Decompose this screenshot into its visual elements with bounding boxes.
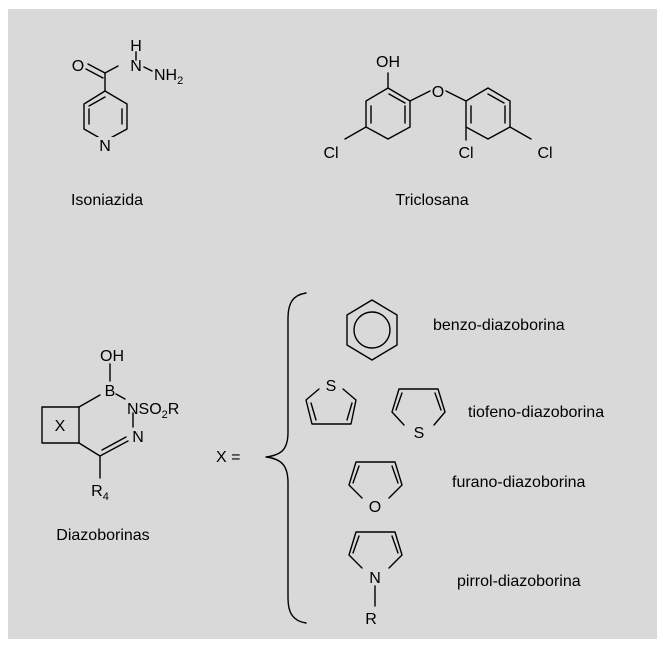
diazoborine-structure: OH B NSO2R N X R4 Diazoborinas (41, 348, 179, 544)
variant-furan: O furano-diazoborina (348, 461, 586, 516)
furan-ring (348, 461, 403, 499)
triclosan-structure: OH O Cl Cl Cl Triclosana (323, 54, 552, 209)
pyrrole-ring (348, 531, 403, 607)
isoniazid-structure: N O N H NH2 Isoniazida (71, 38, 183, 209)
pyrrole-substituent-r: R (365, 611, 377, 628)
pyrrole-nitrogen: N (369, 570, 381, 587)
diazoborine-nso: NSO (127, 401, 162, 418)
triclosan-chlorine-3: Cl (537, 145, 552, 162)
diazoborine-sulfonyl: NSO2R (127, 401, 179, 421)
x-equals-label: X = (216, 449, 240, 466)
variant-benzo: benzo-diazoborina (346, 299, 565, 361)
isoniazid-nitrogen: N (130, 58, 142, 75)
triclosan-caption: Triclosana (395, 192, 468, 209)
isoniazid-oxygen: O (72, 58, 84, 75)
background-panel (8, 9, 657, 639)
thiophene-left-ring (305, 388, 357, 425)
isoniazid-hydrogen: H (130, 38, 142, 55)
thiophene-left-sulfur: S (326, 378, 337, 395)
triclosan-chlorine-2: Cl (458, 145, 473, 162)
diazoborine-nitrogen: N (132, 429, 144, 446)
triclosan-hydroxyl: OH (376, 54, 400, 71)
curly-brace (265, 292, 307, 624)
diazoborine-x: X (55, 418, 66, 435)
diazoborine-r4-label: R (91, 483, 103, 500)
diazoborine-r: R (168, 401, 180, 418)
diazoborine-subscript-2: 2 (162, 409, 168, 421)
triclosan-ether-oxygen: O (432, 84, 444, 101)
diazoborine-bonds (41, 363, 134, 479)
variant-pyrrole: N R pirrol-diazoborina (348, 531, 581, 628)
benzene-ring (346, 299, 398, 361)
triclosan-bonds (344, 72, 532, 141)
isoniazid-caption: Isoniazida (71, 192, 143, 209)
diazoborine-subscript-4: 4 (103, 491, 109, 503)
variant-furan-label: furano-diazoborina (452, 474, 586, 491)
variant-benzo-label: benzo-diazoborina (433, 317, 565, 334)
thiophene-right-ring (391, 388, 446, 426)
diazoborine-r4: R4 (91, 483, 109, 503)
diazoborine-caption: Diazoborinas (56, 527, 149, 544)
variant-pyrrole-label: pirrol-diazoborina (457, 573, 581, 590)
isoniazid-bonds (83, 51, 153, 142)
isoniazid-ring-nitrogen: N (99, 138, 111, 155)
diazoborine-boron: B (105, 383, 116, 400)
variant-thiophene-label: tiofeno-diazoborina (468, 404, 604, 421)
diazoborine-hydroxyl: OH (100, 348, 124, 365)
furan-oxygen: O (369, 499, 381, 516)
variant-thiophene-right: S (391, 388, 446, 442)
isoniazid-amine: NH2 (154, 67, 183, 87)
thiophene-right-sulfur: S (414, 425, 425, 442)
triclosan-chlorine-1: Cl (323, 145, 338, 162)
isoniazid-nh: NH (154, 67, 177, 84)
isoniazid-subscript: 2 (177, 75, 183, 87)
variant-thiophene-left: S (305, 378, 357, 425)
